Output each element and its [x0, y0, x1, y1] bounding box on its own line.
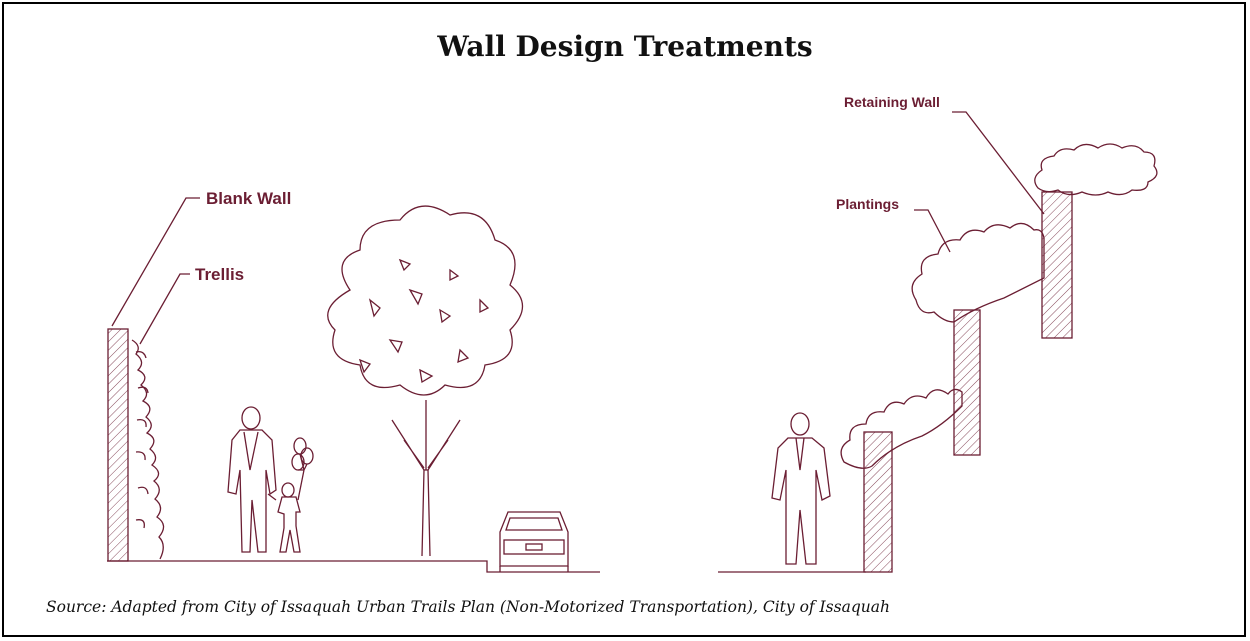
trellis-callout: Trellis — [139, 265, 244, 345]
blank-wall-callout: Blank Wall — [111, 189, 291, 327]
plantings-lower — [840, 388, 963, 469]
blank-wall — [107, 328, 129, 562]
plantings-callout: Plantings — [836, 196, 951, 253]
balloons — [291, 437, 314, 471]
retaining-wall-label: Retaining Wall — [844, 94, 940, 110]
trellis-vine — [131, 339, 165, 560]
retaining-wall-callout: Retaining Wall — [844, 94, 1045, 215]
plantings-top — [1034, 143, 1158, 196]
figure-title: Wall Design Treatments — [437, 30, 813, 63]
plantings-label: Plantings — [836, 196, 899, 212]
right-scene — [718, 143, 1158, 573]
blank-wall-label: Blank Wall — [206, 189, 291, 208]
trellis-label: Trellis — [195, 265, 244, 284]
left-scene — [107, 205, 600, 573]
street-tree — [327, 205, 524, 557]
adult-pedestrian — [227, 406, 277, 553]
ground-line-left — [107, 560, 600, 573]
retaining-wall-lower — [863, 431, 893, 573]
plantings-middle — [911, 222, 1045, 323]
parked-car — [499, 511, 569, 572]
man-pedestrian — [771, 412, 831, 565]
source-caption: Source: Adapted from City of Issaquah Ur… — [46, 598, 890, 616]
retaining-wall-middle — [953, 309, 981, 456]
retaining-wall-upper — [1041, 191, 1073, 339]
child-pedestrian — [267, 469, 305, 553]
